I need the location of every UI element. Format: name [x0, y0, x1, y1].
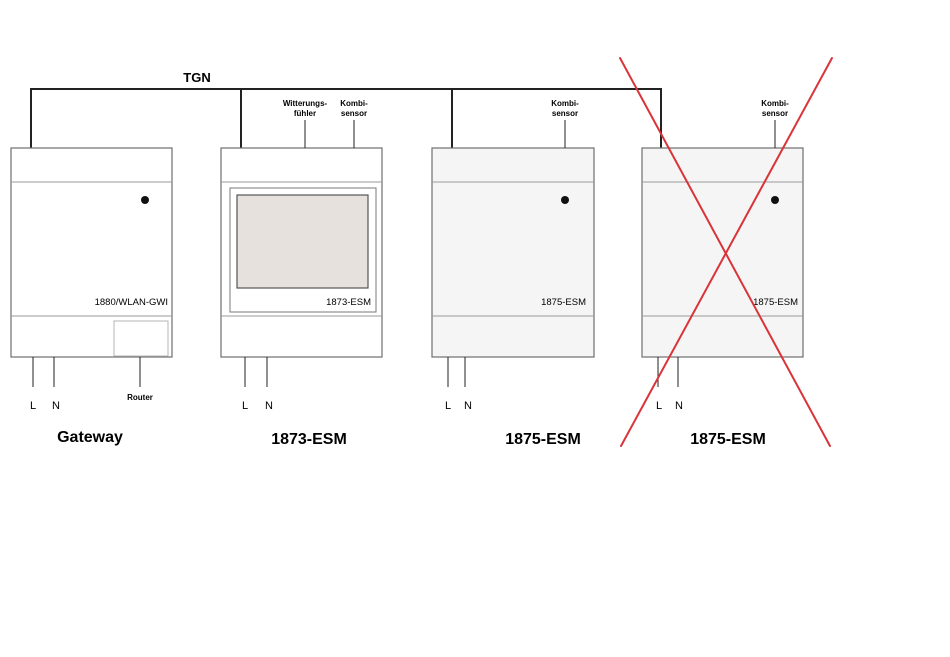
gateway-caption: Gateway	[57, 429, 123, 446]
esm1875-led-icon	[561, 196, 569, 204]
esm1875b-caption: 1875-ESM	[690, 431, 766, 448]
esm1873-terminal-L: L	[242, 400, 248, 412]
esm1873-sensor-weather-line2: fühler	[294, 109, 316, 118]
esm1875b-led-icon	[771, 196, 779, 204]
gateway-router-port	[114, 321, 168, 356]
esm1875-terminal-L: L	[445, 400, 451, 412]
esm1875-caption: 1875-ESM	[505, 431, 581, 448]
gateway-model-label: 1880/WLAN-GWI	[95, 297, 168, 308]
esm1875-sensor-kombi-line2: sensor	[552, 109, 578, 118]
esm1875-housing	[432, 148, 594, 357]
esm1875-terminal-N: N	[464, 400, 472, 412]
gateway-router-label: Router	[127, 393, 153, 402]
gateway-led-icon	[141, 196, 149, 204]
esm1875b-model-label: 1875-ESM	[753, 297, 798, 308]
esm1875b-housing	[642, 148, 803, 357]
esm1873-sensor-kombi-line1: Kombi-	[340, 99, 368, 108]
esm1873-display-screen	[237, 195, 368, 288]
esm1875-model-label: 1875-ESM	[541, 297, 586, 308]
bus-label: TGN	[183, 70, 210, 85]
esm1875-sensor-kombi-line1: Kombi-	[551, 99, 579, 108]
esm1873-model-label: 1873-ESM	[326, 297, 371, 308]
esm1875-crossed-device: 1875-ESM Kombi- sensor L N 1875-ESM	[642, 99, 803, 448]
esm1875b-sensor-kombi-line2: sensor	[762, 109, 788, 118]
esm1875b-terminal-N: N	[675, 400, 683, 412]
esm1873-device: 1873-ESM Witterungs- fühler Kombi- senso…	[221, 99, 382, 448]
gateway-terminal-L: L	[30, 400, 36, 412]
esm1873-sensor-weather-line1: Witterungs-	[283, 99, 328, 108]
esm1873-sensor-kombi-line2: sensor	[341, 109, 367, 118]
esm1875b-terminal-L: L	[656, 400, 662, 412]
esm1873-caption: 1873-ESM	[271, 431, 347, 448]
esm1875-device: 1875-ESM Kombi- sensor L N 1875-ESM	[432, 99, 594, 448]
bus-line	[31, 89, 661, 148]
gateway-terminal-N: N	[52, 400, 60, 412]
esm1873-terminal-N: N	[265, 400, 273, 412]
gateway-device: 1880/WLAN-GWI L N Router Gateway	[11, 148, 172, 446]
esm1875b-sensor-kombi-line1: Kombi-	[761, 99, 789, 108]
tgn-bus	[31, 89, 661, 148]
